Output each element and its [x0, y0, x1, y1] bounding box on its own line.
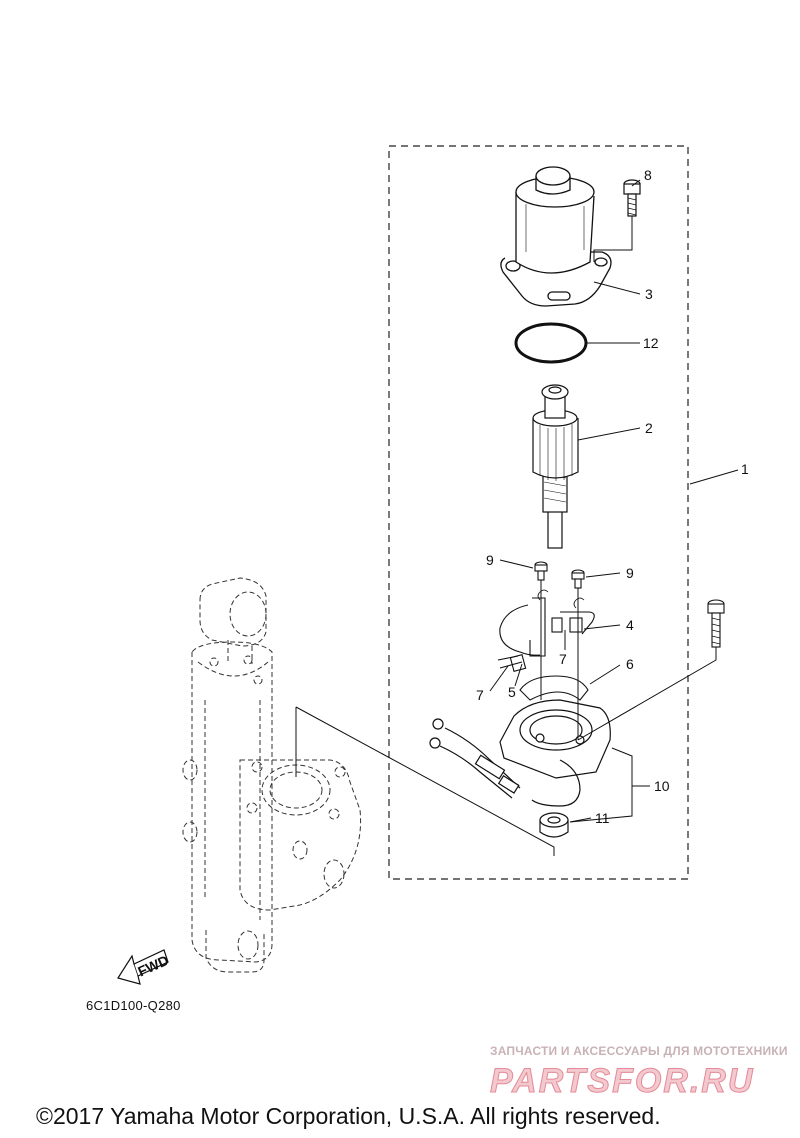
assembly-boundary	[388, 145, 689, 880]
callout-7-right: 7	[559, 651, 567, 667]
watermark-tagline: ЗАПЧАСТИ И АКСЕССУАРЫ ДЛЯ МОТОТЕХНИКИ	[490, 1044, 788, 1058]
screw-9-right-part	[571, 569, 585, 589]
callout-11: 11	[595, 810, 610, 826]
brush-holder-part	[497, 589, 595, 672]
fwd-arrow-icon: FWD	[117, 949, 171, 985]
callout-9-left: 9	[486, 552, 494, 568]
fwd-label: FWD	[135, 952, 171, 980]
tilt-cylinder-phantom	[182, 577, 362, 973]
callout-2: 2	[645, 420, 653, 436]
collar-11-part	[539, 812, 569, 838]
callout-7-left: 7	[476, 687, 484, 703]
long-bolt-part	[707, 599, 725, 648]
callout-3: 3	[645, 286, 653, 302]
screw-9-left-part	[534, 561, 548, 581]
housing-leader-line	[295, 706, 555, 856]
callout-5: 5	[508, 684, 516, 700]
motor-yoke-part	[500, 166, 612, 307]
copyright-notice: ©2017 Yamaha Motor Corporation, U.S.A. A…	[36, 1103, 661, 1129]
o-ring-12-part	[514, 322, 588, 364]
callout-8: 8	[644, 167, 652, 183]
callout-4: 4	[626, 617, 634, 633]
callout-10: 10	[654, 778, 670, 794]
callout-9-right: 9	[626, 565, 634, 581]
callout-1: 1	[741, 461, 749, 477]
bolt-8-part	[623, 179, 641, 217]
lower-housing-10-part	[429, 699, 611, 807]
watermark-logo-text: PARTSFOR.RU	[490, 1062, 754, 1100]
drawing-code: 6C1D100-Q280	[86, 998, 181, 1013]
leader-lines	[489, 179, 739, 823]
callout-6: 6	[626, 656, 634, 672]
brush-plate-6-part	[519, 675, 589, 701]
callout-12: 12	[643, 335, 659, 351]
watermark-logo: PARTSFOR.RU	[490, 1062, 754, 1101]
armature-2-part	[532, 384, 579, 549]
